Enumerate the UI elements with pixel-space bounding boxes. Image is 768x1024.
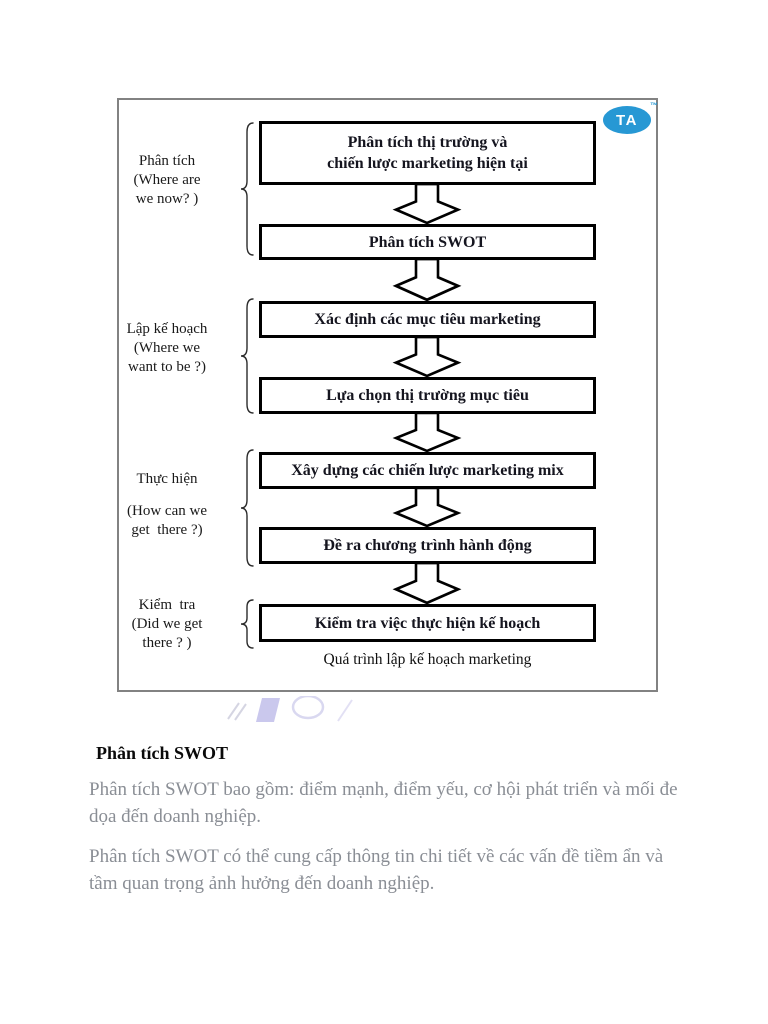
stage-label-control: Kiểm tra (Did we get there ? ) <box>119 596 215 653</box>
brace-icon <box>240 298 254 414</box>
process-box-text: chiến lược marketing hiện tại <box>327 155 528 172</box>
process-box-swot: Phân tích SWOT <box>259 224 596 260</box>
arrow-down-icon <box>392 184 462 225</box>
stage-label-line: want to be ?) <box>128 359 206 375</box>
paragraph-swot-includes: Phân tích SWOT bao gồm: điểm mạnh, điểm … <box>89 776 709 830</box>
process-box-market-analysis: Phân tích thị trường và chiến lược marke… <box>259 121 596 185</box>
arrow-down-icon <box>392 337 462 378</box>
stage-label-line: (Where we <box>133 340 201 356</box>
paragraph-line: Phân tích SWOT có thể cung cấp thông tin… <box>89 846 664 867</box>
brace-icon <box>240 122 254 256</box>
paragraph-swot-provides: Phân tích SWOT có thể cung cấp thông tin… <box>89 843 709 897</box>
process-box-marketing-mix: Xây dựng các chiến lược marketing mix <box>259 452 596 489</box>
arrow-down-icon <box>392 413 462 453</box>
paragraph-line: tầm quan trọng ảnh hưởng đến doanh nghiệ… <box>89 873 435 894</box>
brace-icon <box>240 449 254 567</box>
arrow-down-icon <box>392 563 462 605</box>
stage-label-line: Phân tích <box>138 153 196 169</box>
watermark-logo <box>227 696 353 722</box>
stage-label-line: get there ?) <box>131 522 203 538</box>
stage-label-planning: Lập kế hoạch (Where we want to be ?) <box>119 320 215 377</box>
process-box-text: Phân tích SWOT <box>368 233 487 251</box>
stage-label-implementation: Thực hiện (How can we get there ?) <box>119 470 215 540</box>
process-box-text: Kiểm tra việc thực hiện kế hoạch <box>314 614 541 632</box>
arrow-down-icon <box>392 259 462 302</box>
process-box-text: Xây dựng các chiến lược marketing mix <box>291 462 564 479</box>
process-box-text: Lựa chọn thị trường mục tiêu <box>326 387 529 404</box>
process-box-text: Đề ra chương trình hành động <box>323 537 532 554</box>
process-box-text: Phân tích thị trường và <box>347 134 508 151</box>
ta-logo: TA ™ <box>603 101 658 134</box>
paragraph-line: dọa đến doanh nghiệp. <box>89 806 262 827</box>
stage-label-analysis: Phân tích (Where are we now? ) <box>119 152 215 209</box>
stage-label-line: we now? ) <box>135 191 199 207</box>
trademark-symbol: ™ <box>650 101 658 110</box>
diagram-caption: Quá trình lập kế hoạch marketing <box>323 651 532 668</box>
brace-icon <box>240 599 254 649</box>
stage-label-line: Thực hiện <box>136 471 198 487</box>
process-box-action-program: Đề ra chương trình hành động <box>259 527 596 564</box>
flowchart-frame: TA ™ Phân tích (Where are we now? ) Lập … <box>117 98 658 692</box>
stage-label-line: (Did we get <box>131 616 203 632</box>
paragraph-line: Phân tích SWOT bao gồm: điểm mạnh, điểm … <box>89 779 678 800</box>
process-box-text: Xác định các mục tiêu marketing <box>314 311 541 328</box>
section-heading: Phân tích SWOT <box>96 743 229 763</box>
stage-label-line: there ? ) <box>142 635 192 651</box>
stage-label-line: (Where are <box>133 172 201 188</box>
stage-label-line: Kiểm tra <box>138 597 196 613</box>
stage-label-line: Lập kế hoạch <box>126 321 208 337</box>
process-box-plan-control: Kiểm tra việc thực hiện kế hoạch <box>259 604 596 642</box>
arrow-down-icon <box>392 488 462 528</box>
ta-logo-text: TA <box>616 111 638 129</box>
process-box-target-market: Lựa chọn thị trường mục tiêu <box>259 377 596 414</box>
stage-label-line: (How can we <box>127 503 207 519</box>
process-box-objectives: Xác định các mục tiêu marketing <box>259 301 596 338</box>
